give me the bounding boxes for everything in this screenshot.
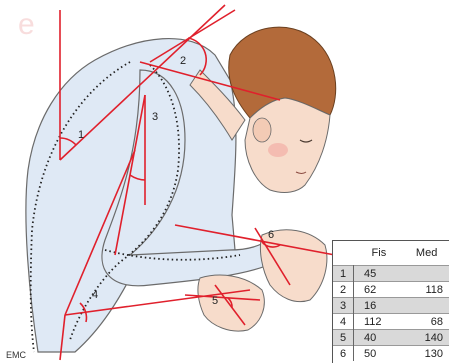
row-fis: 112 [354,314,405,330]
row-index: 5 [333,330,354,346]
angle-label-3: 3 [152,111,158,123]
header-med: Med [404,241,449,266]
cheek [268,143,288,157]
table-row: 1 45 [333,266,449,282]
row-med: 130 [404,346,449,362]
row-index: 3 [333,298,354,314]
row-fis: 62 [354,282,405,298]
row-fis: 16 [354,298,405,314]
row-index: 1 [333,266,354,282]
angle-label-1: 1 [78,129,84,141]
row-index: 2 [333,282,354,298]
row-med: 140 [404,330,449,346]
watermark-logo: e [18,8,35,41]
table-row: 6 50 130 [333,346,449,362]
ear [253,118,271,142]
row-fis: 40 [354,330,405,346]
table-row: 3 16 [333,298,449,314]
row-med: 118 [404,282,449,298]
row-index: 4 [333,314,354,330]
values-table: Fis Med 1 45 2 62 118 3 16 4 112 [333,241,449,361]
row-fis: 45 [354,266,405,282]
row-index: 6 [333,346,354,362]
table-header-row: Fis Med [333,241,449,266]
angle-label-4: 4 [92,289,98,301]
face [245,98,330,192]
header-fis: Fis [354,241,405,266]
row-med [404,298,449,314]
credit-mark: EMC [6,350,27,360]
row-med [404,266,449,282]
angle-label-5: 5 [212,295,218,307]
header-index [333,241,354,266]
table-row: 5 40 140 [333,330,449,346]
row-med: 68 [404,314,449,330]
row-fis: 50 [354,346,405,362]
angle-label-2: 2 [180,55,186,67]
table-row: 2 62 118 [333,282,449,298]
table-row: 4 112 68 [333,314,449,330]
angle-label-6: 6 [268,229,274,241]
angle-values-table: Fis Med 1 45 2 62 118 3 16 4 112 [332,240,449,363]
